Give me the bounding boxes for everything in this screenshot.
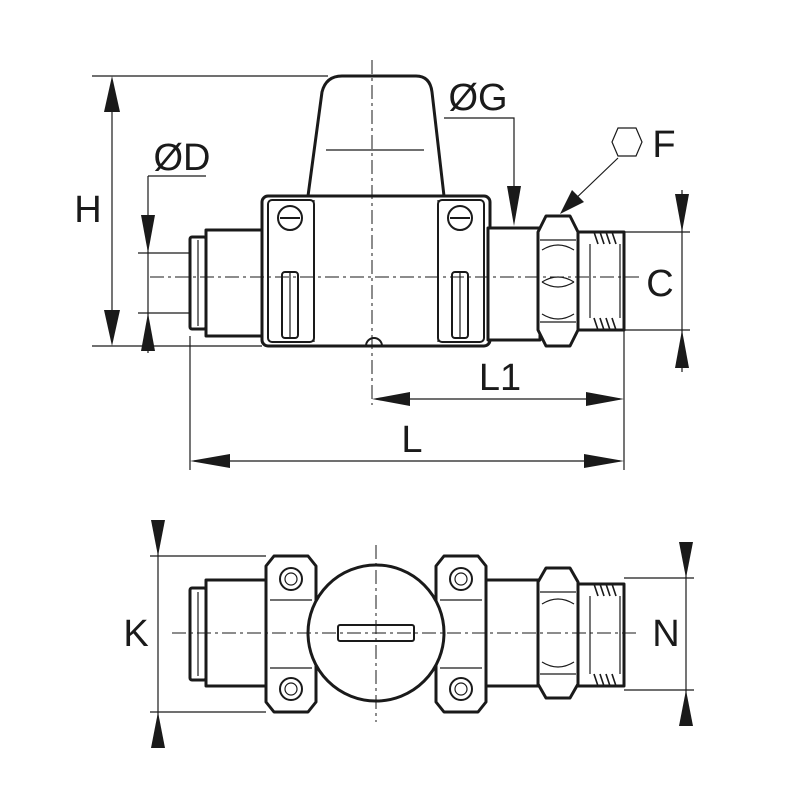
screw-left [277, 205, 303, 231]
screw-right [447, 205, 473, 231]
thread-lines [589, 231, 621, 331]
top-left-bracket [264, 554, 318, 714]
dim-label-f: F [652, 124, 675, 166]
top-threaded-end [576, 582, 626, 688]
left-tube-body [204, 228, 268, 338]
threaded-end [576, 230, 626, 332]
dim-label-k: K [123, 613, 148, 655]
dim-label-l: L [401, 419, 422, 461]
hex-nut [536, 214, 580, 348]
dim-label-n: N [652, 613, 679, 655]
valve-handle [306, 74, 446, 198]
hexagon-icon [611, 127, 643, 157]
top-right-bracket [434, 554, 488, 714]
dim-label-g: ØG [448, 77, 507, 119]
dim-label-h: H [74, 189, 101, 231]
top-view: K N [123, 520, 694, 748]
dim-label-d: ØD [154, 137, 211, 179]
right-neck [486, 226, 542, 342]
side-view: H ØD ØG F C L1 L [74, 60, 690, 470]
dim-label-l1: L1 [479, 357, 521, 399]
dim-label-c: C [646, 263, 673, 305]
